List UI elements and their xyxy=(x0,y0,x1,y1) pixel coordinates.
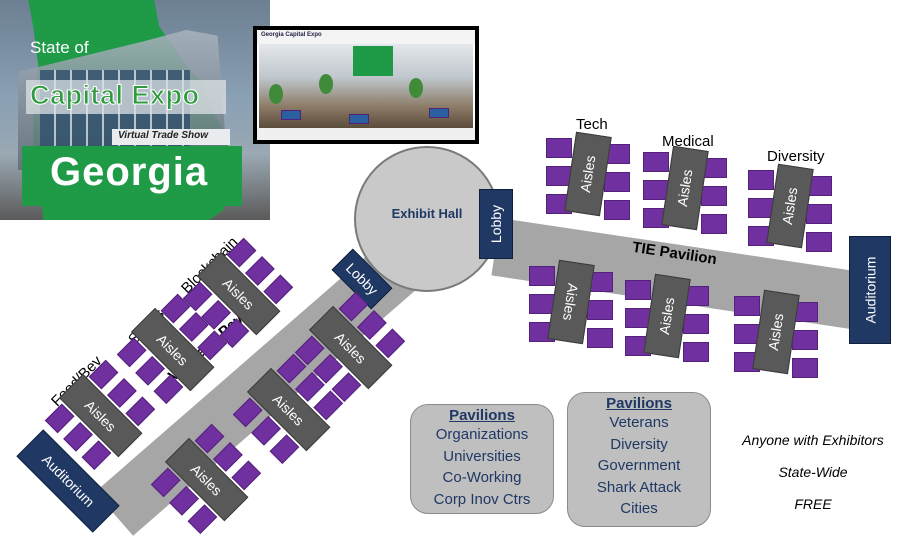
booth[interactable] xyxy=(604,172,630,192)
booth[interactable] xyxy=(625,280,651,300)
booth[interactable] xyxy=(701,214,727,234)
pavilion-item: Cities xyxy=(620,500,658,517)
booth[interactable] xyxy=(806,204,832,224)
tie-lobby[interactable]: Lobby xyxy=(479,189,513,259)
tie-lobby-label: Lobby xyxy=(488,204,504,244)
aisle-label: Aisles xyxy=(765,312,787,352)
thumbnail-inner: Georgia Capital Expo xyxy=(257,30,475,140)
thumbnail-plant xyxy=(269,84,283,104)
category-diversity: Diversity xyxy=(767,148,825,165)
pavilions-box-1: Pavilions Organizations Universities Co-… xyxy=(410,404,554,514)
booth[interactable] xyxy=(792,330,818,350)
exhibit-hall[interactable]: Exhibit Hall xyxy=(354,146,500,292)
booth[interactable] xyxy=(546,138,572,158)
logo-capital-expo-banner: Capital Expo xyxy=(26,80,226,114)
note-anyone: Anyone with Exhibitors xyxy=(742,432,884,448)
thumbnail-plant xyxy=(319,74,333,94)
aisle-label: Aisles xyxy=(779,186,801,226)
booth[interactable] xyxy=(587,328,613,348)
booth[interactable] xyxy=(748,170,774,190)
pavilion-item: Shark Attack xyxy=(596,478,682,496)
pavilions-heading: Pavilions xyxy=(606,395,672,412)
pavilion-item: Diversity xyxy=(610,435,668,453)
aisle-label: Aisles xyxy=(656,296,678,336)
thumbnail-title: Georgia Capital Expo xyxy=(261,32,322,38)
pavilions-box-2: Pavilions Veterans Diversity Government … xyxy=(567,392,711,527)
booth[interactable] xyxy=(734,296,760,316)
aisle-label: Aisles xyxy=(577,154,599,194)
thumbnail-lobby-scene xyxy=(259,44,473,128)
thumbnail-nav-strip xyxy=(257,128,475,140)
pavilion-item: Organizations xyxy=(435,426,529,443)
pavilion-item: Veterans xyxy=(609,414,669,431)
exhibit-hall-label: Exhibit Hall xyxy=(391,206,463,221)
thumbnail-booth xyxy=(281,110,301,120)
category-medical: Medical xyxy=(662,133,714,150)
thumbnail-booth xyxy=(429,108,449,118)
booth[interactable] xyxy=(529,266,555,286)
pavilion-item: Government xyxy=(597,457,681,474)
booth[interactable] xyxy=(701,186,727,206)
booth[interactable] xyxy=(643,152,669,172)
booth[interactable] xyxy=(587,300,613,320)
tie-auditorium[interactable]: Auditorium xyxy=(849,236,891,344)
booth[interactable] xyxy=(806,232,832,252)
aisle-label: Aisles xyxy=(560,282,582,322)
thumbnail-welcome-sign xyxy=(353,46,393,76)
logo-georgia-banner: Georgia xyxy=(22,146,242,206)
georgia-capital-expo-logo: State of Capital Expo Virtual Trade Show… xyxy=(0,0,270,220)
booth[interactable] xyxy=(683,342,709,362)
booth[interactable] xyxy=(604,200,630,220)
aisle-label: Aisles xyxy=(674,168,696,208)
tie-auditorium-label: Auditorium xyxy=(862,256,879,324)
logo-state-of: State of xyxy=(30,38,89,57)
note-statewide: State-Wide xyxy=(778,464,848,480)
note-free: FREE xyxy=(794,496,832,512)
pavilion-item: Universities xyxy=(443,447,521,465)
logo-virtual-trade-show: Virtual Trade Show xyxy=(118,130,209,141)
expo-screenshot-thumbnail: Georgia Capital Expo xyxy=(253,26,479,144)
pavilions-heading: Pavilions xyxy=(449,407,515,424)
category-tech: Tech xyxy=(576,116,608,133)
thumbnail-plant xyxy=(409,78,423,98)
booth[interactable] xyxy=(683,314,709,334)
pavilion-item: Corp Inov Ctrs xyxy=(433,490,531,508)
pavilion-item: Co-Working xyxy=(442,469,522,486)
booth[interactable] xyxy=(792,358,818,378)
thumbnail-booth xyxy=(349,114,369,124)
thumbnail-titlebar: Georgia Capital Expo xyxy=(257,30,475,44)
logo-virtual-trade-show-banner: Virtual Trade Show xyxy=(112,129,230,145)
logo-capital-expo: Capital Expo xyxy=(30,80,200,111)
logo-georgia: Georgia xyxy=(50,150,209,194)
